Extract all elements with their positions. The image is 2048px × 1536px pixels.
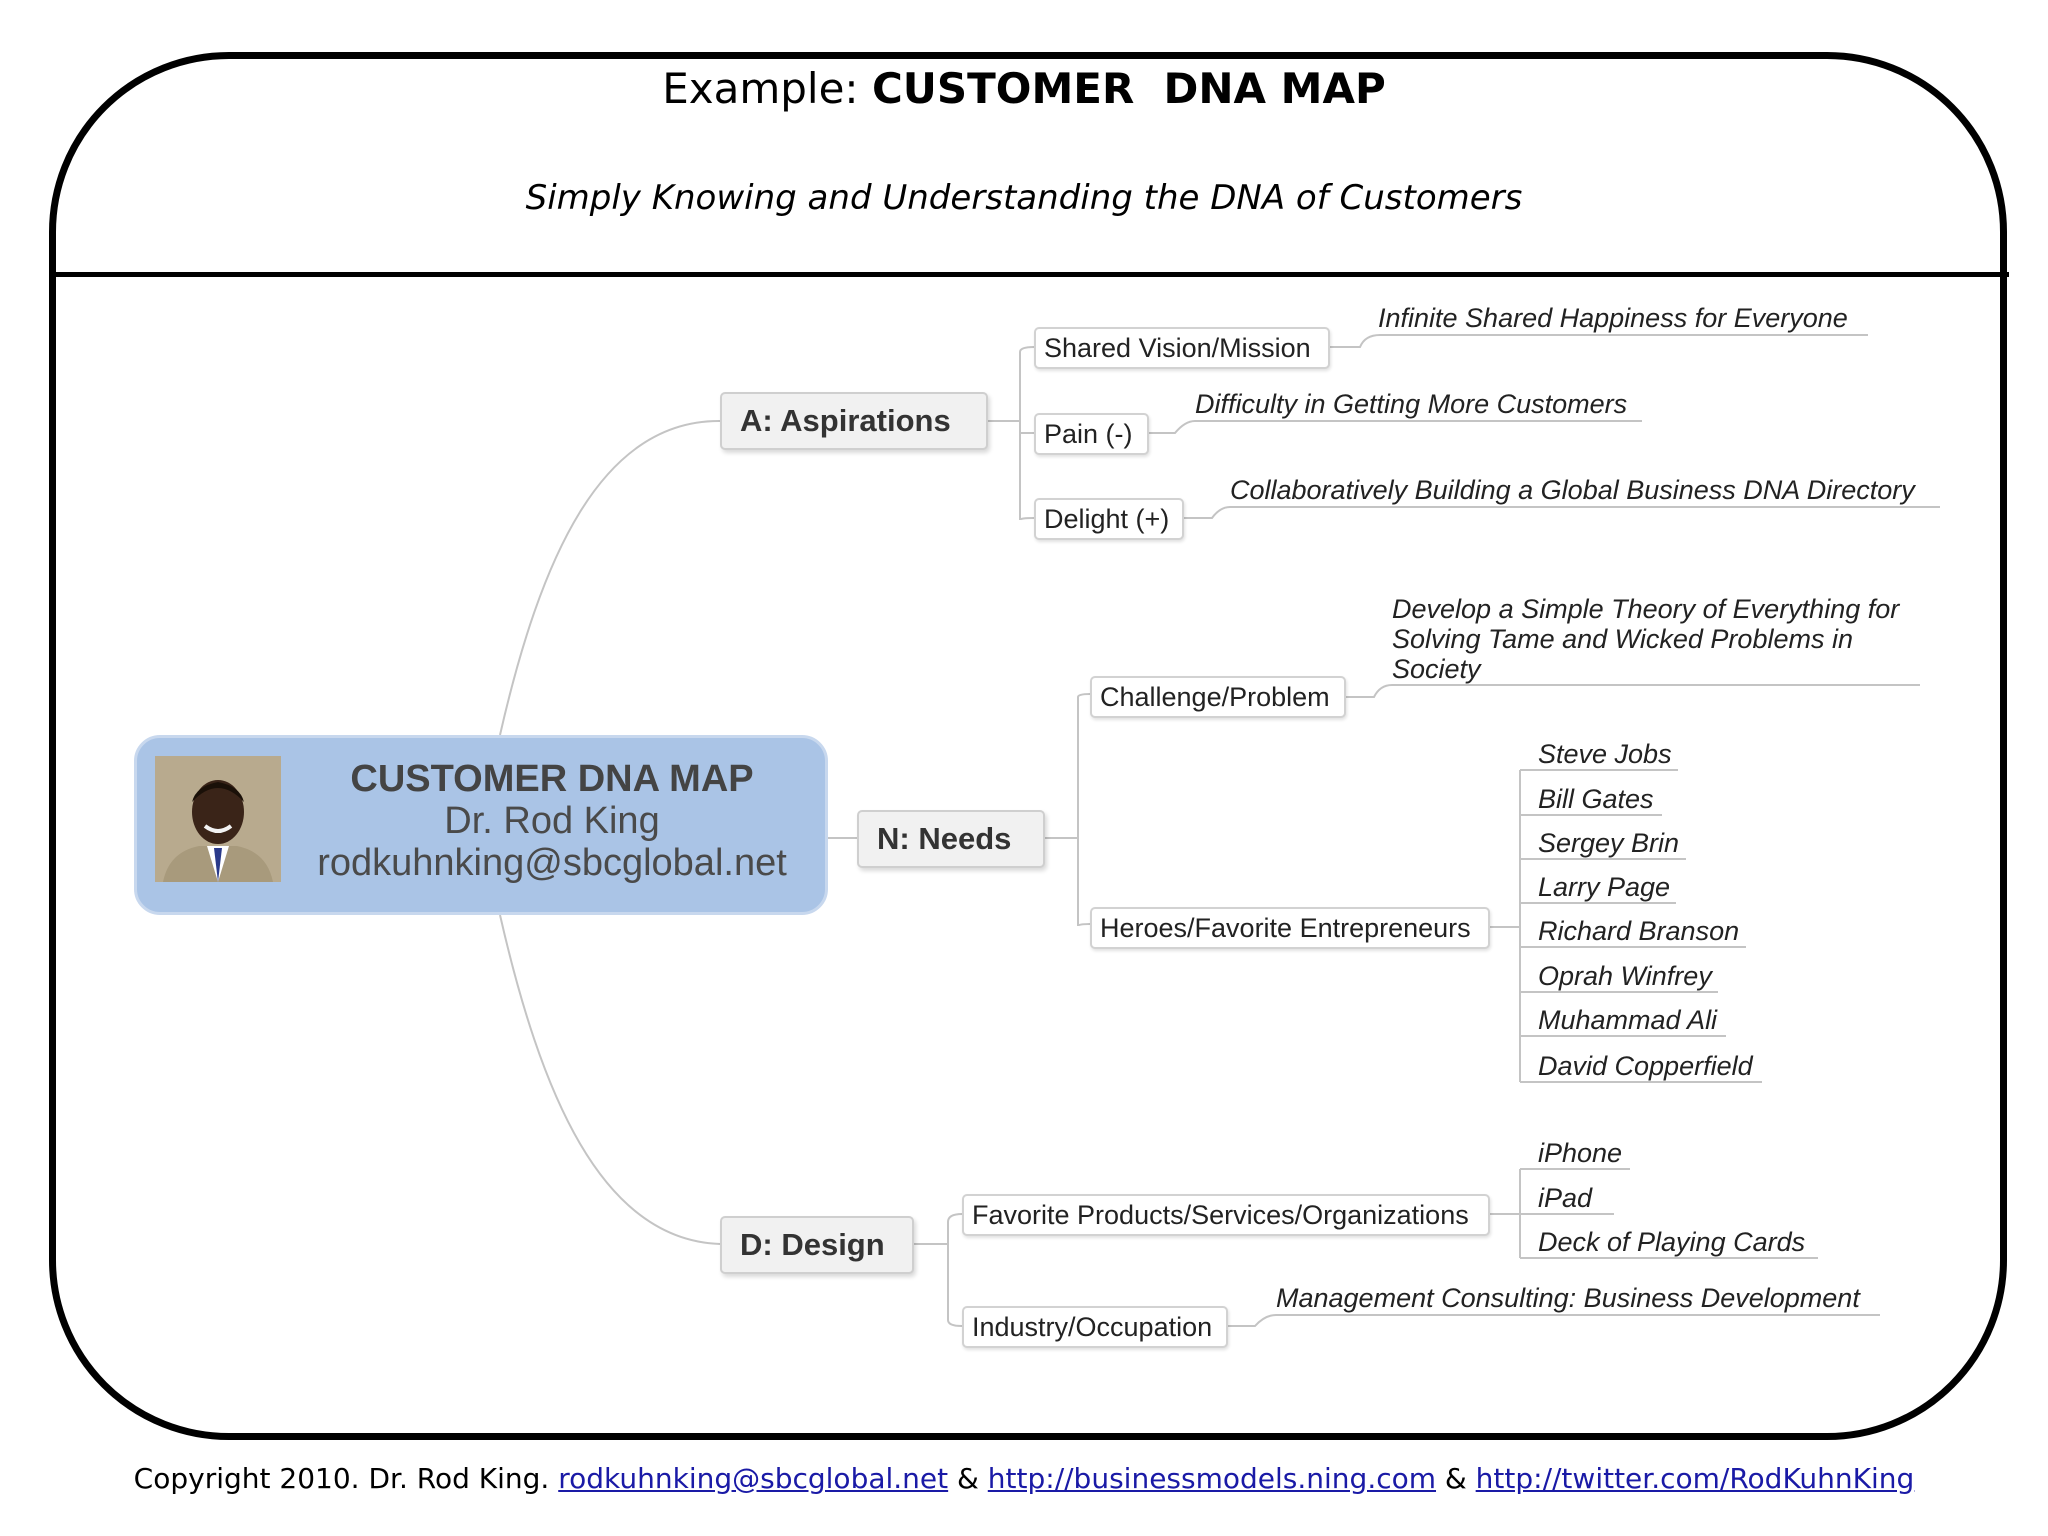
node-industry[interactable]: Industry/Occupation bbox=[962, 1306, 1228, 1348]
footer-sep: & bbox=[948, 1462, 988, 1495]
branch-aspirations[interactable]: A: Aspirations bbox=[720, 392, 988, 450]
leaf-shared-vision: Infinite Shared Happiness for Everyone bbox=[1378, 303, 1848, 333]
person-icon bbox=[155, 756, 281, 882]
node-pain[interactable]: Pain (-) bbox=[1034, 413, 1149, 455]
connector-aspirations bbox=[499, 419, 721, 736]
title-bold: CUSTOMER DNA MAP bbox=[871, 64, 1386, 113]
hero-item: Larry Page bbox=[1538, 872, 1671, 902]
hero-item: Muhammad Ali bbox=[1538, 1005, 1718, 1035]
leaf-challenge: Develop a Simple Theory of Everything fo… bbox=[1392, 594, 1900, 684]
footer-email-link[interactable]: rodkuhnking@sbcglobal.net bbox=[558, 1462, 949, 1495]
copyright-footer: Copyright 2010. Dr. Rod King. rodkuhnkin… bbox=[0, 1462, 2048, 1495]
footer-twitter-link[interactable]: http://twitter.com/RodKuhnKing bbox=[1475, 1462, 1915, 1495]
leaf-delight: Collaboratively Building a Global Busine… bbox=[1230, 475, 1915, 505]
footer-ning-link[interactable]: http://businessmodels.ning.com bbox=[987, 1462, 1437, 1495]
footer-prefix: Copyright 2010. Dr. Rod King. bbox=[133, 1462, 559, 1495]
central-email: rodkuhnking@sbcglobal.net bbox=[317, 842, 787, 884]
node-favorites[interactable]: Favorite Products/Services/Organizations bbox=[962, 1194, 1490, 1236]
connector-design bbox=[499, 914, 721, 1245]
hero-item: Sergey Brin bbox=[1538, 828, 1680, 858]
hero-item: Bill Gates bbox=[1538, 784, 1654, 814]
outer-frame bbox=[49, 52, 2007, 1440]
hero-item: David Copperfield bbox=[1538, 1051, 1753, 1081]
favorite-item: iPhone bbox=[1538, 1138, 1623, 1168]
node-challenge[interactable]: Challenge/Problem bbox=[1090, 676, 1346, 718]
node-shared-vision[interactable]: Shared Vision/Mission bbox=[1034, 327, 1330, 369]
page-subtitle: Simply Knowing and Understanding the DNA… bbox=[525, 178, 1523, 218]
central-name: Dr. Rod King bbox=[444, 800, 660, 842]
branch-needs[interactable]: N: Needs bbox=[857, 810, 1045, 868]
favorite-item: iPad bbox=[1538, 1183, 1593, 1213]
avatar-photo bbox=[155, 756, 281, 882]
hero-item: Oprah Winfrey bbox=[1538, 961, 1712, 991]
title-prefix: Example: bbox=[662, 64, 872, 113]
hero-item: Richard Branson bbox=[1538, 916, 1740, 946]
node-delight[interactable]: Delight (+) bbox=[1034, 498, 1184, 540]
central-text: CUSTOMER DNA MAP Dr. Rod King rodkuhnkin… bbox=[292, 758, 812, 884]
node-heroes[interactable]: Heroes/Favorite Entrepreneurs bbox=[1090, 907, 1490, 949]
leaf-pain: Difficulty in Getting More Customers bbox=[1195, 389, 1628, 419]
central-node: CUSTOMER DNA MAP Dr. Rod King rodkuhnkin… bbox=[134, 735, 828, 915]
central-title: CUSTOMER DNA MAP bbox=[350, 758, 754, 800]
favorite-item: Deck of Playing Cards bbox=[1538, 1227, 1806, 1257]
hero-item: Steve Jobs bbox=[1538, 739, 1672, 769]
header-divider bbox=[52, 272, 2009, 277]
page-title: Example: CUSTOMER DNA MAP bbox=[0, 64, 2048, 113]
leaf-industry: Management Consulting: Business Developm… bbox=[1276, 1283, 1860, 1313]
footer-sep: & bbox=[1436, 1462, 1476, 1495]
branch-design[interactable]: D: Design bbox=[720, 1216, 914, 1274]
